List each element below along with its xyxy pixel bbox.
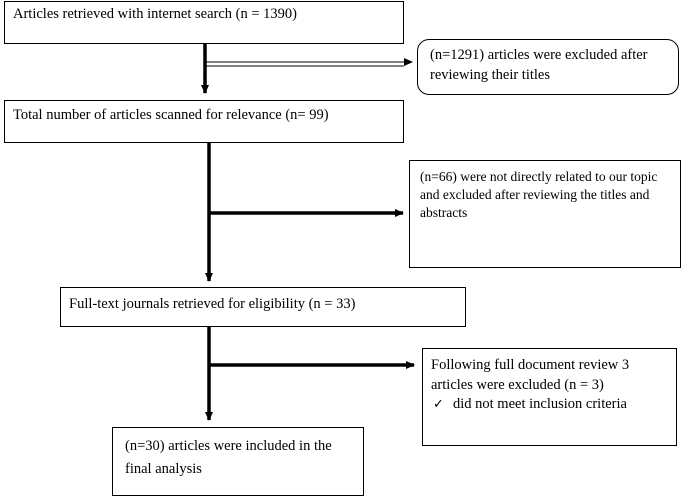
box-articles-scanned: Total number of articles scanned for rel… (4, 100, 404, 143)
box-articles-retrieved-text: Articles retrieved with internet search … (13, 6, 297, 22)
exclusion-reason-row: ✓ did not meet inclusion criteria (431, 395, 668, 415)
box-excluded-fulltext-text: Following full document review 3 article… (431, 357, 630, 393)
box-included: (n=30) articles were included in the fin… (112, 427, 364, 496)
box-excluded-abstracts-text: (n=66) were not directly related to our … (420, 169, 658, 221)
box-articles-retrieved: Articles retrieved with internet search … (4, 1, 404, 44)
check-icon: ✓ (433, 397, 444, 413)
box-excluded-titles-text: (n=1291) articles were excluded after re… (430, 47, 648, 83)
box-fulltext-retrieved-text: Full-text journals retrieved for eligibi… (69, 296, 356, 312)
box-excluded-abstracts: (n=66) were not directly related to our … (409, 160, 681, 268)
exclusion-reason-text: did not meet inclusion criteria (453, 396, 627, 413)
box-excluded-fulltext: Following full document review 3 article… (422, 348, 677, 446)
box-included-text: (n=30) articles were included in the fin… (125, 438, 332, 478)
box-excluded-titles: (n=1291) articles were excluded after re… (417, 39, 679, 95)
box-fulltext-retrieved: Full-text journals retrieved for eligibi… (60, 287, 466, 327)
box-articles-scanned-text: Total number of articles scanned for rel… (13, 107, 329, 123)
